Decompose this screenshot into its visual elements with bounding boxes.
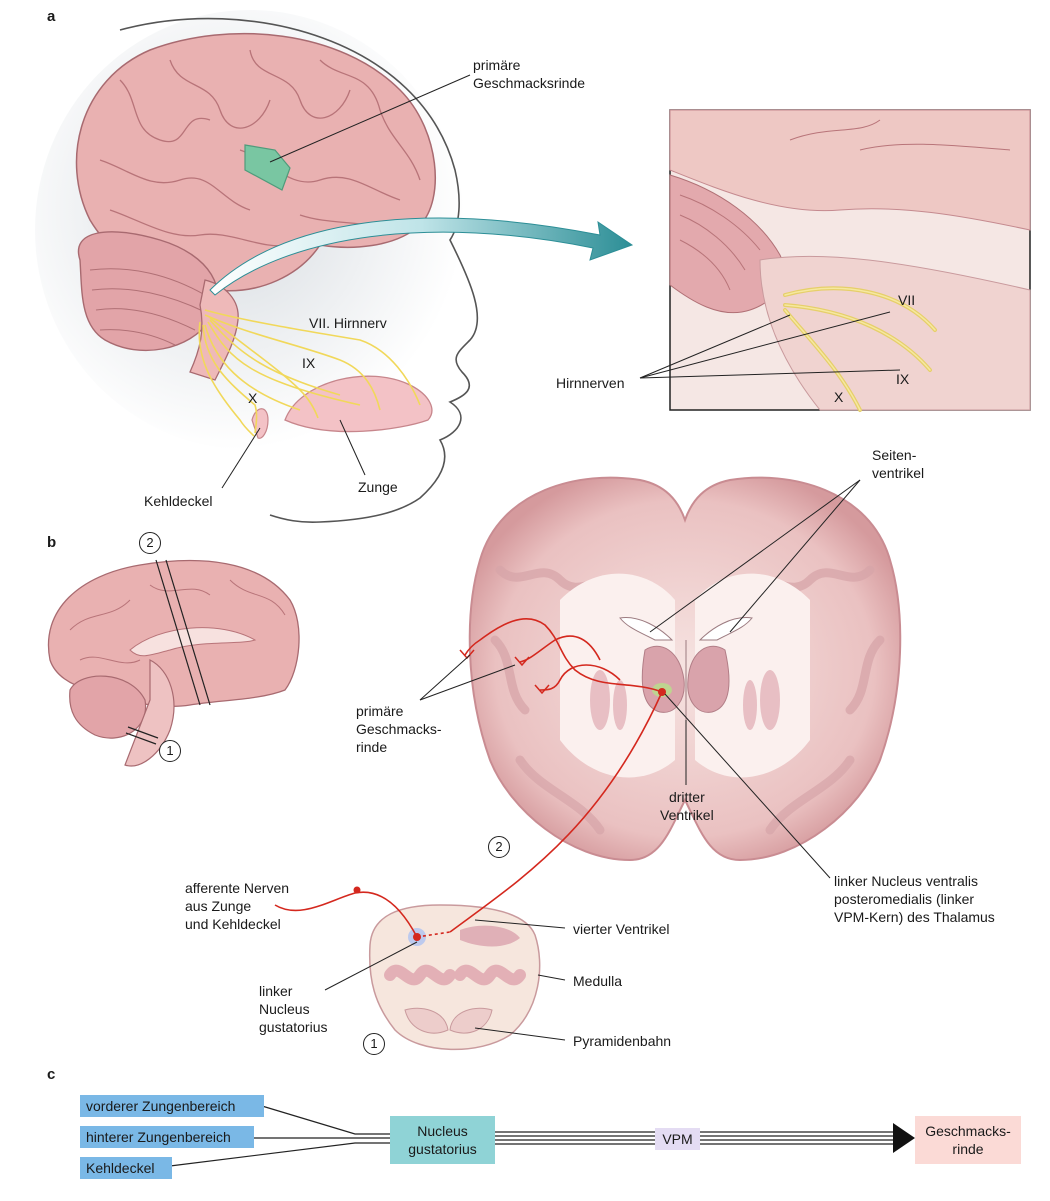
panel-label-c: c: [47, 1066, 56, 1083]
section-marker-1-medulla: 1: [363, 1033, 385, 1055]
coronal-section: [468, 476, 902, 862]
panel-c-flow: [169, 1105, 915, 1167]
label-nucleus-gustatorius: linker Nucleus gustatorius: [259, 983, 328, 1035]
medulla-section: [368, 904, 541, 1051]
box-anterior-tongue: vorderer Zungenbereich: [80, 1095, 264, 1117]
label-third-ventricle: dritter Ventrikel: [660, 789, 714, 823]
label-cranial-nerves: Hirnnerven: [556, 375, 625, 391]
box-posterior-tongue: hinterer Zungenbereich: [80, 1126, 254, 1148]
section-marker-2-top: 2: [139, 532, 161, 554]
label-nerve-x: X: [248, 390, 258, 406]
label-fourth-ventricle: vierter Ventrikel: [573, 921, 670, 937]
cerebellum-folia: [89, 268, 206, 346]
panel-label-b: b: [47, 534, 57, 551]
panel-a-figure: [35, 10, 634, 523]
label-epiglottis: Kehldeckel: [144, 493, 213, 509]
section-marker-2-coronal: 2: [488, 836, 510, 858]
box-taste-cortex: Geschmacks- rinde: [915, 1116, 1021, 1164]
label-tongue: Zunge: [358, 479, 398, 495]
head-outline: [119, 17, 479, 523]
box-nucleus-gustatorius: Nucleus gustatorius: [390, 1116, 495, 1164]
label-primary-taste-cortex-b: primäre Geschmacks- rinde: [356, 703, 442, 755]
label-medulla: Medulla: [573, 973, 623, 989]
label-cranial-nerve-vii: VII. Hirnnerv: [309, 315, 387, 331]
label-inset-x: X: [834, 389, 844, 405]
label-inset-ix: IX: [896, 371, 910, 387]
label-vpm-nucleus: linker Nucleus ventralis posteromedialis…: [834, 873, 995, 925]
panel-b-leaders: [324, 479, 861, 1041]
panel-label-a: a: [47, 8, 56, 25]
label-lateral-ventricle: Seiten- ventrikel: [872, 447, 925, 481]
taste-pathway: [274, 618, 663, 938]
inset-figure: [639, 109, 1031, 412]
box-vpm: VPM: [655, 1128, 700, 1150]
label-inset-vii: VII: [898, 292, 916, 308]
label-afferent-nerves: afferente Nerven aus Zunge und Kehldecke…: [185, 880, 290, 932]
pathway-nodes: [353, 688, 666, 941]
inset-arrow: [209, 217, 634, 296]
primary-taste-cortex-area: [244, 144, 291, 191]
section-marker-1-top: 1: [159, 740, 181, 762]
cranial-nerve-fibers: [198, 309, 421, 437]
label-nerve-ix: IX: [302, 355, 316, 371]
sagittal-brain: [47, 559, 300, 767]
panel-a-leaders: [221, 74, 471, 489]
label-primary-taste-cortex: primäre Geschmacksrinde: [473, 57, 586, 91]
cerebrum-gyri: [99, 49, 421, 247]
label-pyramidal-tract: Pyramidenbahn: [573, 1033, 672, 1049]
box-epiglottis: Kehldeckel: [80, 1157, 172, 1179]
